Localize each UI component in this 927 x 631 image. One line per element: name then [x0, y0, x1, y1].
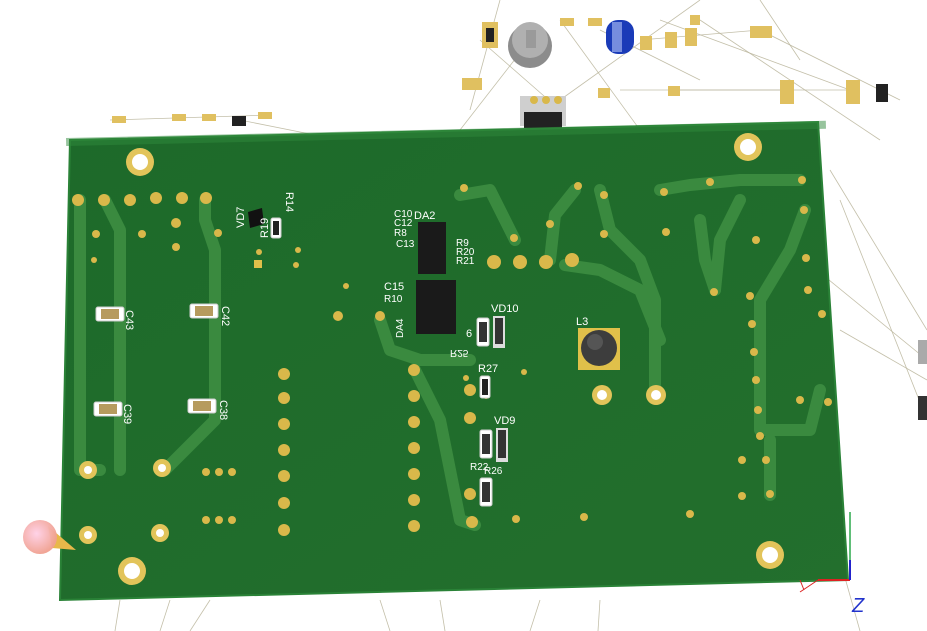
axis-gizmo: Z: [799, 512, 865, 617]
label-C13: C13: [396, 239, 415, 250]
label-R20: R20: [456, 247, 475, 258]
label-R26: R26: [484, 466, 503, 477]
z-axis-label: Z: [851, 595, 865, 617]
label-R21: R21: [456, 256, 475, 267]
label-R27: R27: [478, 363, 498, 375]
label-DA2: DA2: [414, 210, 435, 222]
label-C39: C39: [121, 404, 133, 424]
label-C10: C10: [394, 209, 413, 220]
label-R8: R8: [394, 228, 407, 239]
label-C42: C42: [219, 306, 231, 326]
label-C38: C38: [217, 400, 229, 420]
label-VD10: VD10: [491, 303, 519, 315]
label-R19: R19: [259, 218, 271, 238]
label-DA4: DA4: [395, 318, 406, 338]
label-C15: C15: [384, 281, 404, 293]
label-L3: L3: [576, 316, 588, 328]
smd-components: [93, 208, 620, 507]
label-pin-6: 6: [466, 328, 472, 340]
probe-marker[interactable]: [23, 520, 76, 554]
label-C43: C43: [123, 310, 135, 330]
label-VD7: VD7: [235, 207, 247, 228]
label-R22: R22: [470, 462, 489, 473]
label-C12: C12: [394, 218, 413, 229]
label-VD9: VD9: [494, 415, 515, 427]
silkscreen-labels: DA2 C10 C12 R8 C13 R9 R20 R21 C15 R10 DA…: [121, 192, 844, 477]
label-R2: R2: [833, 312, 844, 325]
label-R9: R9: [456, 238, 469, 249]
mounting-holes: [79, 133, 784, 585]
through-hole-pads: [72, 176, 832, 536]
label-R10: R10: [384, 294, 403, 305]
label-R25: R25: [450, 347, 469, 358]
label-R14: R14: [283, 192, 295, 212]
offboard-components: [112, 15, 927, 420]
